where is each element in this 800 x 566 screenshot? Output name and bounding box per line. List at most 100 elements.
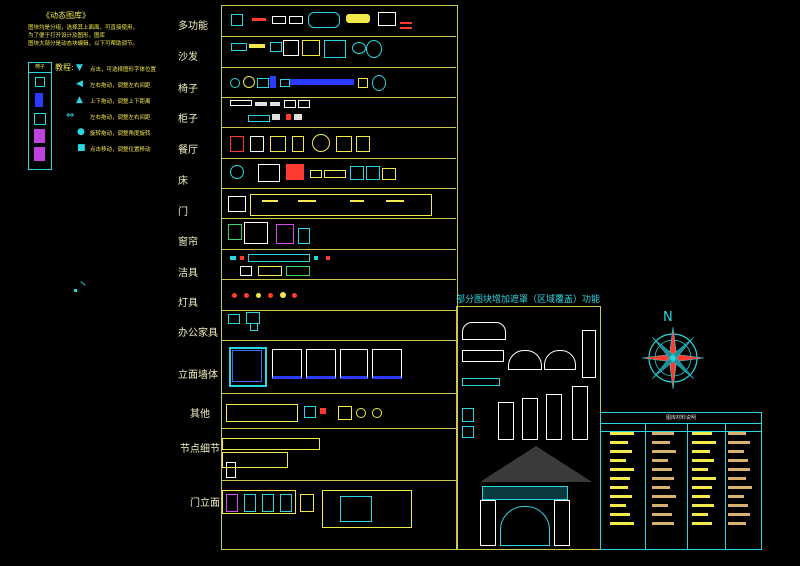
category-curtain[interactable]: 窗帘 [178, 237, 198, 248]
sanitary-icon[interactable] [314, 256, 318, 260]
cabinet-icon[interactable] [248, 115, 270, 122]
lamp-icon[interactable] [232, 293, 237, 298]
category-sofa[interactable]: 沙发 [178, 52, 198, 63]
category-door-elevation[interactable]: 门立面 [190, 498, 220, 509]
bed-icon[interactable] [382, 168, 396, 180]
bed-icon[interactable] [366, 166, 380, 180]
bar-icon[interactable] [462, 378, 500, 386]
sanitary-icon[interactable] [326, 256, 330, 260]
cabinet-icon[interactable] [270, 102, 280, 106]
chair-icon[interactable] [358, 78, 368, 88]
sanitary-icon[interactable] [286, 266, 310, 276]
column-icon[interactable] [546, 394, 562, 440]
sofa-icon[interactable] [270, 42, 282, 52]
bed-icon[interactable] [258, 164, 280, 182]
curtain-icon[interactable] [244, 222, 268, 244]
symbol-line-icon[interactable] [400, 22, 412, 24]
category-lamp[interactable]: 灯具 [178, 298, 198, 309]
symbol-rect-icon[interactable] [272, 16, 286, 24]
node-detail-icon[interactable] [222, 438, 320, 450]
sanitary-icon[interactable] [248, 254, 310, 262]
category-office-furniture[interactable]: 办公家具 [178, 328, 218, 339]
lamp-icon[interactable] [244, 293, 249, 298]
lamp-icon[interactable] [280, 292, 286, 298]
bed-icon[interactable] [310, 170, 322, 178]
symbol-cross-icon[interactable] [231, 14, 243, 26]
curtain-icon[interactable] [276, 224, 294, 244]
door-elevation-icon[interactable] [280, 494, 292, 512]
curtain-icon[interactable] [298, 228, 310, 244]
chair-icon[interactable] [243, 76, 255, 88]
door-icon[interactable] [262, 200, 278, 202]
dining-table-icon[interactable] [270, 136, 286, 152]
node-detail-icon[interactable] [226, 462, 236, 478]
category-chair[interactable]: 椅子 [178, 84, 198, 95]
plant-pot-icon[interactable] [462, 426, 474, 438]
bed-icon[interactable] [324, 170, 346, 178]
lamp-icon[interactable] [256, 293, 261, 298]
sink-icon[interactable] [230, 256, 236, 260]
wall-elevation-icon[interactable] [272, 349, 302, 379]
wall-elevation-icon[interactable] [306, 349, 336, 379]
gate-pediment-icon[interactable] [480, 446, 592, 482]
gate-arch-icon[interactable] [500, 506, 550, 546]
cabinet-icon[interactable] [272, 114, 280, 120]
misc-icon[interactable] [304, 406, 316, 418]
chair-icon[interactable] [270, 76, 276, 88]
door-elevation-icon[interactable] [222, 490, 296, 514]
misc-icon[interactable] [226, 404, 298, 422]
chair-row-icon[interactable] [290, 79, 354, 85]
office-desk-icon[interactable] [228, 314, 240, 324]
bench-icon[interactable] [462, 350, 504, 362]
sofa-round-icon[interactable] [352, 42, 366, 54]
car-icon[interactable] [308, 12, 340, 28]
category-cabinet[interactable]: 柜子 [178, 114, 198, 125]
dining-table-icon[interactable] [356, 136, 370, 152]
node-detail-icon[interactable] [222, 452, 288, 468]
door-icon[interactable] [228, 196, 246, 212]
curtain-icon[interactable] [228, 224, 242, 240]
gate-pillar-icon[interactable] [554, 500, 570, 546]
plant-pot-icon[interactable] [462, 408, 474, 422]
door-icon[interactable] [350, 200, 364, 202]
misc-icon[interactable] [320, 408, 326, 414]
chair-icon[interactable] [372, 75, 386, 91]
round-table-icon[interactable] [312, 134, 330, 152]
misc-icon[interactable] [356, 408, 366, 418]
cabinet-icon[interactable] [255, 102, 267, 106]
sofa-icon[interactable] [231, 43, 247, 51]
category-multi-function[interactable]: 多功能 [178, 21, 208, 32]
cabinet-icon[interactable] [298, 100, 310, 108]
truck-icon[interactable] [378, 12, 396, 26]
door-elevation-icon[interactable] [244, 494, 256, 512]
wall-elevation-icon[interactable] [232, 350, 262, 382]
wall-elevation-icon[interactable] [372, 349, 402, 379]
door-icon[interactable] [386, 200, 404, 202]
gate-pillar-icon[interactable] [480, 500, 496, 546]
category-bed[interactable]: 床 [178, 176, 188, 187]
door-icon[interactable] [298, 200, 316, 202]
column-icon[interactable] [522, 398, 538, 440]
door-panel-icon[interactable] [250, 194, 432, 216]
gate-sign-icon[interactable] [482, 486, 568, 500]
cabinet-icon[interactable] [286, 114, 291, 120]
bed-icon[interactable] [286, 164, 304, 180]
sofa-set-icon[interactable] [302, 40, 320, 56]
door-elevation-icon[interactable] [262, 494, 274, 512]
sofa-set-icon[interactable] [324, 40, 346, 58]
column-icon[interactable] [582, 330, 596, 378]
fountain-icon[interactable] [462, 322, 506, 340]
cabinet-icon[interactable] [284, 100, 296, 108]
door-elevation-icon[interactable] [322, 490, 412, 528]
sofa-icon[interactable] [249, 44, 265, 48]
cabinet-icon[interactable] [230, 100, 252, 106]
door-elevation-icon[interactable] [340, 496, 372, 522]
chair-icon[interactable] [280, 79, 290, 87]
category-dining[interactable]: 餐厅 [178, 145, 198, 156]
misc-icon[interactable] [372, 408, 382, 418]
category-other[interactable]: 其他 [190, 409, 210, 420]
chair-icon[interactable] [230, 78, 240, 88]
dining-table-icon[interactable] [292, 136, 304, 152]
sanitary-icon[interactable] [240, 266, 252, 276]
lamp-icon[interactable] [268, 293, 273, 298]
